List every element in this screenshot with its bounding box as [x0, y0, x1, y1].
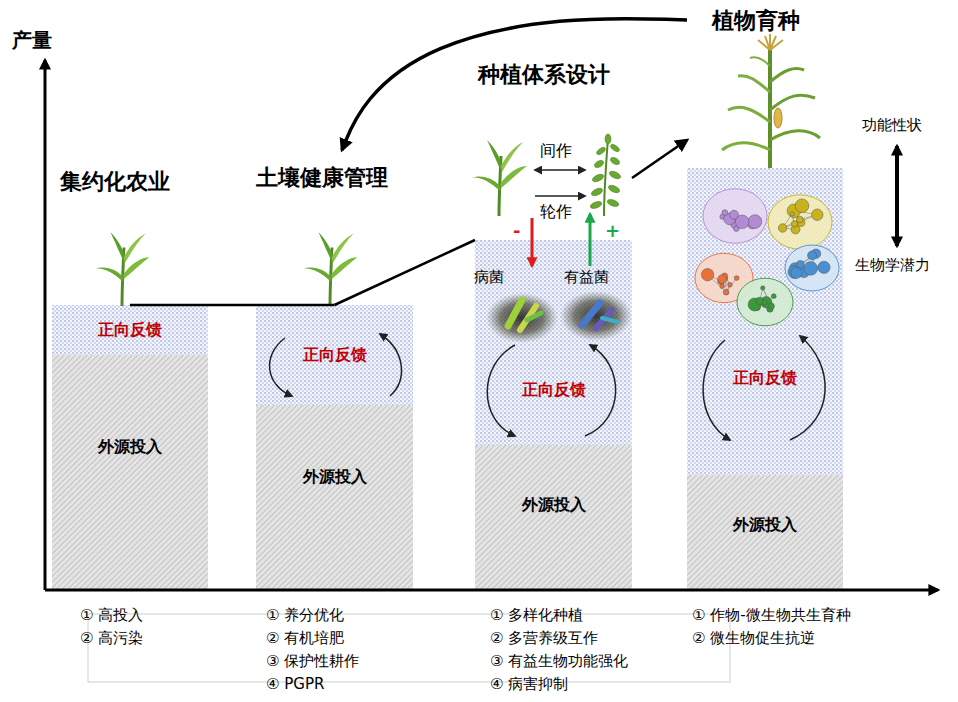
- legume-plant: [589, 134, 621, 216]
- list-item: ② 微生物促生抗逆: [692, 629, 815, 647]
- feedback-band: 正向反馈: [52, 305, 208, 355]
- feedback-band-fill: [52, 305, 208, 355]
- negative-arrow: [531, 218, 534, 266]
- stage-heading: 种植体系设计: [478, 62, 610, 88]
- positive-arrow: [589, 214, 592, 266]
- side-label: 生物学潜力: [855, 256, 930, 274]
- band-label: 外源投入: [475, 495, 632, 514]
- input-band-fill: [687, 475, 843, 590]
- connector: [632, 140, 687, 178]
- band-label: 正向反馈: [687, 368, 843, 387]
- list-item: ① 多样化种植: [490, 606, 583, 624]
- input-band: 外源投入: [475, 445, 632, 590]
- relation-label: 间作: [540, 141, 572, 160]
- list-item: ① 作物-微生物共生育种: [692, 606, 851, 624]
- list-item: ① 养分优化: [266, 606, 344, 624]
- list-item: ② 高污染: [80, 629, 143, 647]
- stage-column: 正向反馈外源投入 集约化农业: [52, 165, 208, 590]
- axis-label: 产量: [12, 28, 52, 52]
- stage-column: 正向反馈外源投入 种植体系设计: [475, 60, 632, 590]
- stage-column: 正向反馈外源投入 土壤健康管理: [256, 150, 413, 590]
- connector: [335, 240, 476, 305]
- microbe-label: 有益菌: [564, 268, 609, 286]
- microbe-label: 病菌: [474, 268, 504, 286]
- list-item: ② 多营养级互作: [490, 629, 598, 647]
- feedback-band-fill: [687, 168, 843, 475]
- connector: [342, 19, 687, 150]
- list-item: ④ PGPR: [266, 675, 324, 693]
- stage-heading: 植物育种: [712, 8, 800, 34]
- list-item: ① 高投入: [80, 606, 143, 624]
- seedling: [95, 232, 150, 306]
- stage-heading: 集约化农业: [60, 169, 170, 195]
- relation-label: 轮作: [540, 202, 572, 221]
- trait-arrow: [895, 146, 899, 246]
- microbe-network: [695, 189, 839, 326]
- stage-column: 正向反馈外源投入 植物育种: [687, 6, 843, 590]
- sign-label: -: [513, 220, 520, 242]
- feedback-band-fill: [475, 240, 632, 445]
- input-band-fill: [256, 405, 413, 590]
- seedling: [303, 232, 358, 306]
- band-label: 外源投入: [256, 467, 413, 486]
- list-item: ③ 保护性耕作: [266, 652, 359, 670]
- input-band-fill: [52, 355, 208, 590]
- maize-plant: [722, 34, 820, 168]
- band-label: 外源投入: [52, 437, 208, 456]
- microbe-picture: [486, 291, 632, 343]
- band-label: 正向反馈: [256, 345, 413, 364]
- feedback-band: 正向反馈: [256, 305, 413, 405]
- band-label: 外源投入: [687, 515, 843, 534]
- seedling: [471, 140, 527, 216]
- connector: [130, 304, 335, 307]
- intercrop-arrow: [535, 169, 585, 171]
- stage-heading: 土壤健康管理: [256, 165, 388, 191]
- list-item: ③ 有益生物功能强化: [490, 652, 628, 670]
- input-band: 外源投入: [52, 355, 208, 590]
- list-item: ② 有机培肥: [266, 629, 344, 647]
- input-band: 外源投入: [687, 475, 843, 590]
- list-item: ④ 病害抑制: [490, 675, 568, 693]
- input-band: 外源投入: [256, 405, 413, 590]
- feedback-band: 正向反馈: [687, 168, 843, 475]
- band-label: 正向反馈: [52, 320, 208, 339]
- list-frame: [88, 614, 730, 682]
- feedback-band-fill: [256, 305, 413, 405]
- input-band-fill: [475, 445, 632, 590]
- side-label: 功能性状: [862, 116, 922, 134]
- band-label: 正向反馈: [475, 380, 632, 399]
- sign-label: +: [605, 220, 620, 242]
- rotation-arrow: [535, 195, 585, 197]
- y-axis: [44, 60, 47, 590]
- x-axis: [45, 589, 938, 592]
